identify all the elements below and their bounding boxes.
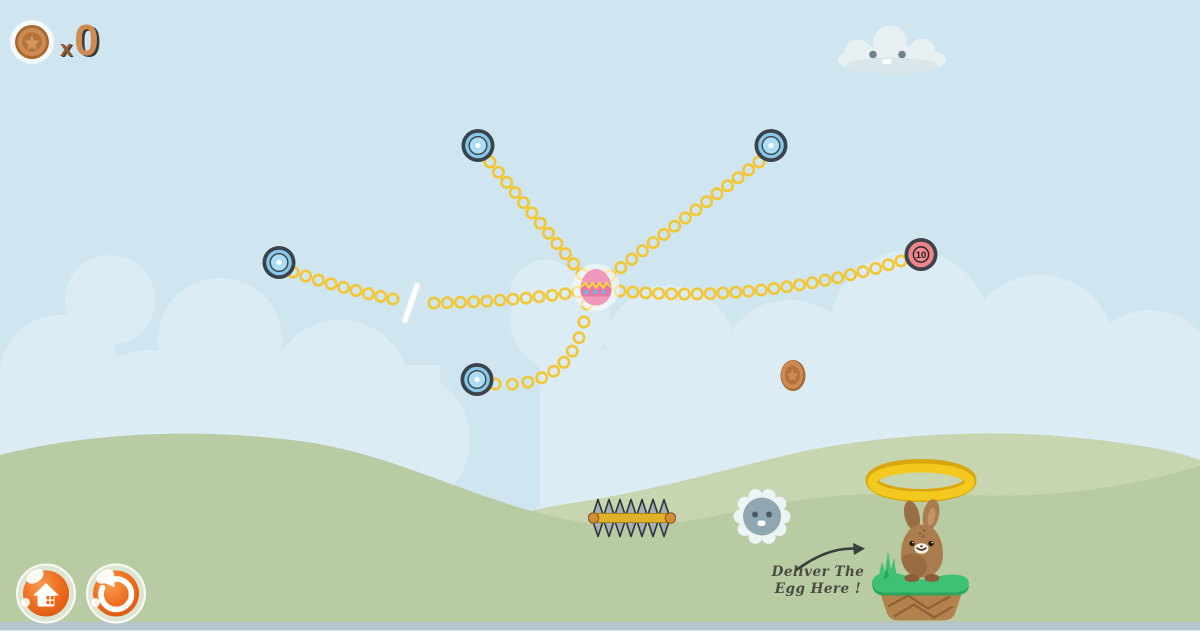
restart-button[interactable] (84, 562, 148, 631)
home-button[interactable] (14, 562, 78, 631)
bronze-star-coin-icon (780, 360, 806, 391)
bronze-star-coin-icon (10, 20, 54, 64)
coin-counter-value: 0 (74, 16, 99, 65)
note-arrow (793, 541, 871, 580)
gold-ring (865, 459, 977, 508)
bunny-eye-right (928, 540, 934, 547)
ground-strip (0, 622, 1200, 630)
sun-face-icon (733, 489, 791, 544)
home-icon (33, 583, 59, 607)
cloud-eye-right (898, 50, 906, 59)
grass-tuft (874, 548, 900, 585)
bunny-icon (901, 499, 943, 582)
gold-ring-icon (865, 459, 977, 502)
curved-arrow-icon (795, 543, 865, 571)
sun-eye-right (766, 511, 772, 518)
coin-counter: x 0 (6, 16, 99, 68)
pin-timer-label: 10 (916, 250, 927, 261)
cloud-icon (838, 25, 946, 74)
pin-left[interactable] (257, 241, 301, 290)
spike-bar-icon (587, 498, 677, 538)
spikes (587, 495, 677, 548)
cloud-mouth (882, 59, 892, 64)
cloud-eye-left (869, 50, 877, 59)
sun-eye-left (752, 511, 758, 518)
coin-counter-times: x (60, 36, 73, 61)
sun-mouth (757, 520, 766, 526)
deliver-note-line2: Egg Here ! (774, 581, 862, 597)
collectible-coin (776, 355, 810, 402)
cloud-face (830, 16, 954, 85)
pin-top-right[interactable] (749, 124, 793, 173)
bunny (884, 499, 960, 588)
egg (556, 248, 636, 333)
pin-bottom[interactable] (455, 358, 499, 407)
deliver-note-line1: Deliver The (771, 564, 865, 580)
grass-tuft-icon (878, 551, 897, 580)
pin-timer[interactable]: 10 (899, 233, 943, 282)
bunny-eye-left (909, 540, 915, 547)
pin-top-left[interactable] (456, 124, 500, 173)
sun-face (730, 485, 794, 554)
deliver-note: Deliver The Egg Here ! (772, 564, 865, 598)
